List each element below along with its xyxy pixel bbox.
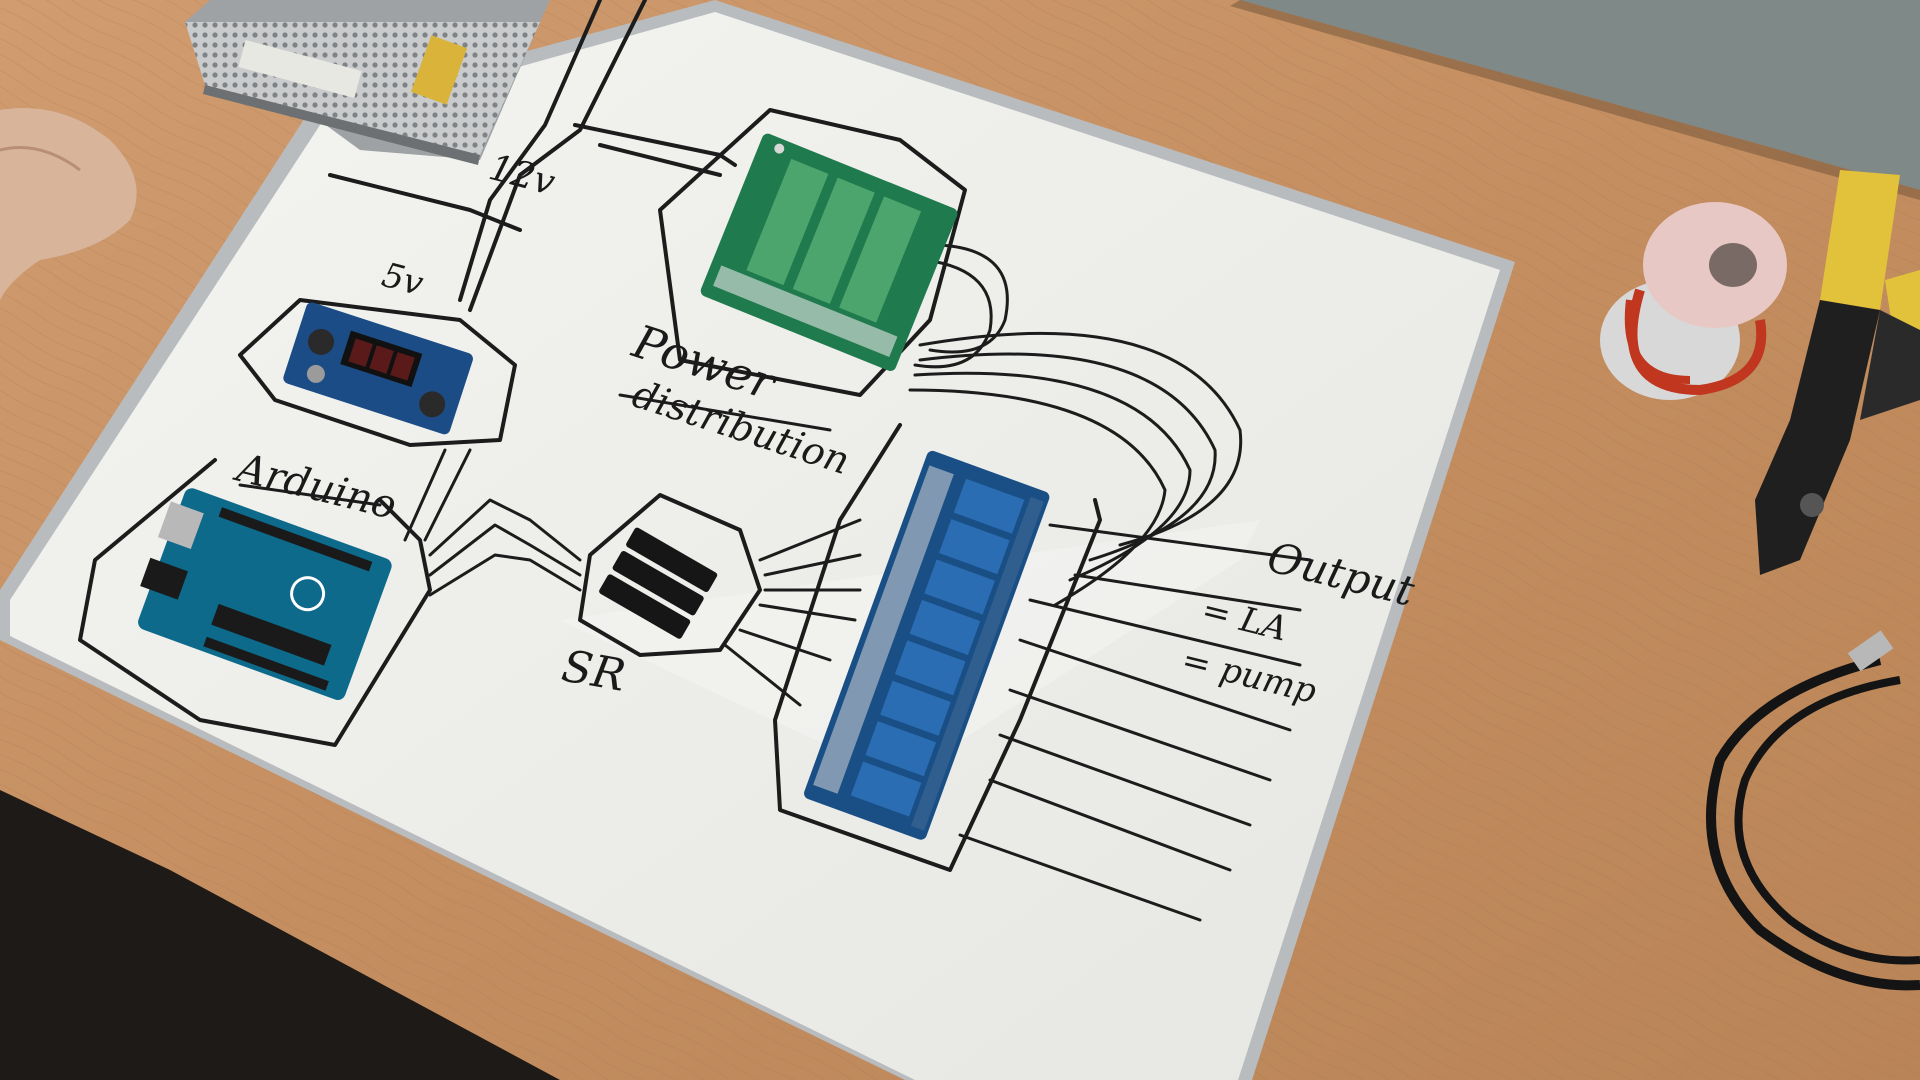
relay-outline bbox=[773, 423, 1102, 872]
usb-cable bbox=[1706, 630, 1920, 991]
arduino-outline bbox=[78, 458, 432, 747]
power-supply-unit bbox=[185, 0, 550, 165]
hand bbox=[0, 108, 137, 300]
label-sr: SR bbox=[558, 641, 629, 702]
buck-converter-module bbox=[283, 302, 473, 435]
shift-register-chips bbox=[599, 527, 718, 639]
shift-register-outline bbox=[578, 493, 762, 657]
power-distribution-board bbox=[700, 133, 958, 371]
relay-module bbox=[804, 450, 1050, 840]
floor-carpet bbox=[1240, 0, 1920, 190]
whiteboard bbox=[10, 12, 1500, 1080]
wire-spool bbox=[1600, 202, 1787, 400]
five-volt-outline bbox=[238, 298, 517, 447]
floor-shadow bbox=[0, 790, 560, 1080]
arduino-board bbox=[138, 488, 392, 700]
wire-crimper-tool bbox=[1755, 170, 1920, 575]
desk-edge-shadow bbox=[1230, 0, 1920, 200]
